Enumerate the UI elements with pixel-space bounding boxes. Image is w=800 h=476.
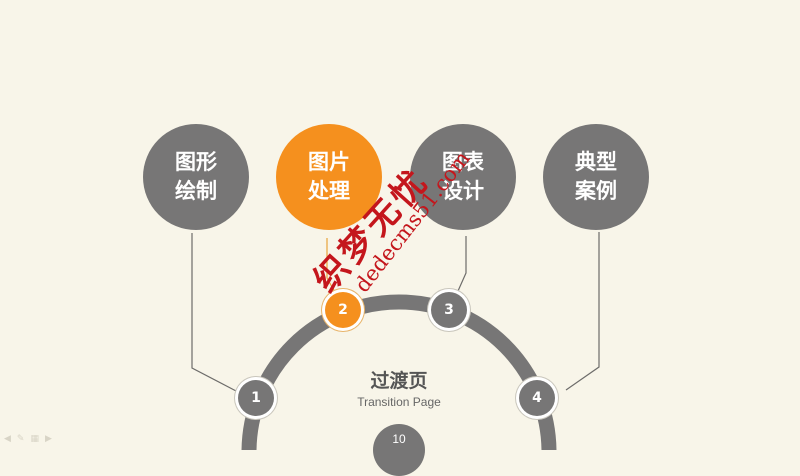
- next-arrow-icon[interactable]: ▶: [44, 434, 52, 444]
- category-circle-graphics[interactable]: 图形绘制: [143, 124, 249, 230]
- connector-1: [191, 233, 239, 393]
- menu-icon[interactable]: ▦: [30, 434, 39, 444]
- connector-lines: [191, 232, 600, 450]
- connector-4: [565, 232, 600, 391]
- category-label-line1: 图表: [442, 150, 484, 174]
- step-node-2[interactable]: 2: [325, 292, 361, 328]
- main-arc: [241, 294, 557, 450]
- category-circle-image[interactable]: 图片处理: [276, 124, 382, 230]
- step-node-4[interactable]: 4: [519, 380, 555, 416]
- step-number: 1: [251, 390, 261, 406]
- step-number: 2: [338, 302, 348, 318]
- category-label-line2: 处理: [308, 179, 350, 203]
- slide-title: 过渡页: [370, 370, 428, 392]
- category-label-line2: 设计: [442, 179, 484, 203]
- category-circle-cases[interactable]: 典型案例: [543, 124, 649, 230]
- category-label-line1: 典型: [575, 150, 617, 174]
- page-number: 10: [373, 424, 425, 476]
- category-label-line2: 案例: [575, 179, 617, 203]
- category-circle-chart[interactable]: 图表设计: [410, 124, 516, 230]
- connector-3: [457, 236, 467, 292]
- slide-subtitle: Transition Page: [357, 395, 441, 409]
- step-number: 4: [532, 390, 542, 406]
- category-label-line2: 绘制: [175, 179, 217, 203]
- step-node-1[interactable]: 1: [238, 380, 274, 416]
- category-label-line1: 图片: [308, 150, 350, 174]
- pen-icon[interactable]: ✎: [16, 434, 25, 444]
- connector-2: [326, 238, 337, 295]
- category-label-line1: 图形: [175, 150, 217, 174]
- prev-arrow-icon[interactable]: ◀: [4, 434, 11, 444]
- step-node-3[interactable]: 3: [431, 292, 467, 328]
- slideshow-nav: ◀ ✎ ▦ ▶: [4, 434, 52, 444]
- step-number: 3: [444, 302, 454, 318]
